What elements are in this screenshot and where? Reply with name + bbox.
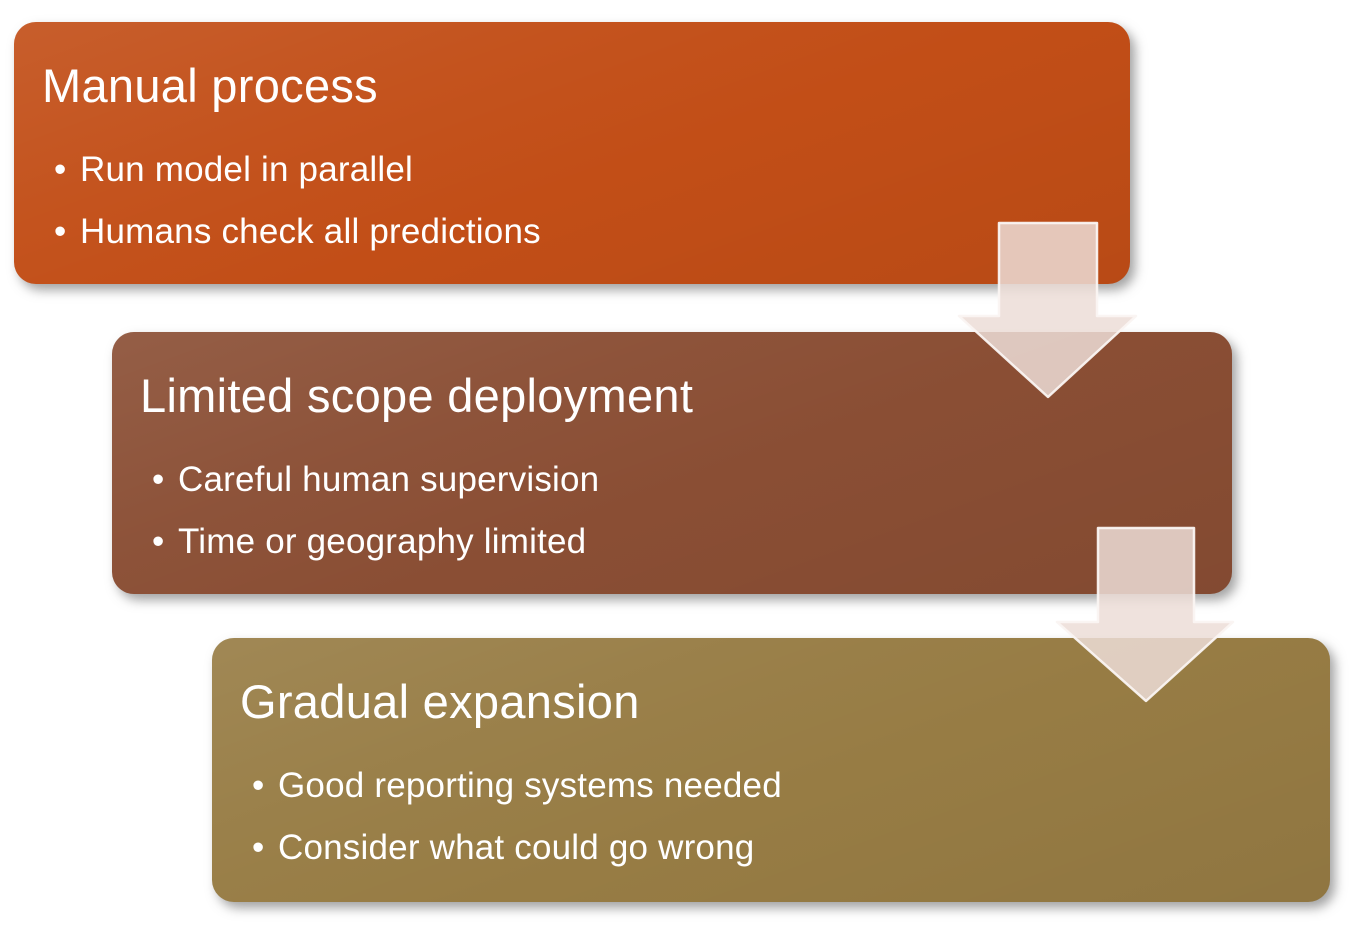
- bullet-text: Good reporting systems needed: [278, 765, 782, 805]
- bullet-item: • Careful human supervision: [152, 449, 1202, 511]
- bullet-item: • Time or geography limited: [152, 511, 1202, 573]
- step-bullet-list: • Careful human supervision • Time or ge…: [112, 449, 1232, 573]
- step-box-manual-process: Manual process • Run model in parallel •…: [14, 22, 1130, 284]
- bullet-dot: •: [252, 765, 265, 805]
- bullet-dot: •: [54, 149, 67, 189]
- step-box-gradual-expansion: Gradual expansion • Good reporting syste…: [212, 638, 1330, 902]
- bullet-text: Time or geography limited: [178, 521, 587, 561]
- bullet-text: Humans check all predictions: [80, 211, 541, 251]
- bullet-dot: •: [152, 459, 165, 499]
- bullet-item: • Humans check all predictions: [54, 201, 1100, 263]
- bullet-dot: •: [54, 211, 67, 251]
- bullet-dot: •: [152, 521, 165, 561]
- bullet-item: • Run model in parallel: [54, 139, 1100, 201]
- step-bullet-list: • Good reporting systems needed • Consid…: [212, 755, 1330, 879]
- step-bullet-list: • Run model in parallel • Humans check a…: [14, 139, 1130, 263]
- bullet-item: • Good reporting systems needed: [252, 755, 1300, 817]
- step-title: Manual process: [42, 59, 378, 112]
- bullet-dot: •: [252, 827, 265, 867]
- bullet-item: • Consider what could go wrong: [252, 817, 1300, 879]
- step-title: Gradual expansion: [240, 675, 640, 728]
- step-box-limited-scope-deployment: Limited scope deployment • Careful human…: [112, 332, 1232, 594]
- bullet-text: Run model in parallel: [80, 149, 413, 189]
- bullet-text: Careful human supervision: [178, 459, 600, 499]
- bullet-text: Consider what could go wrong: [278, 827, 755, 867]
- step-title: Limited scope deployment: [140, 369, 694, 422]
